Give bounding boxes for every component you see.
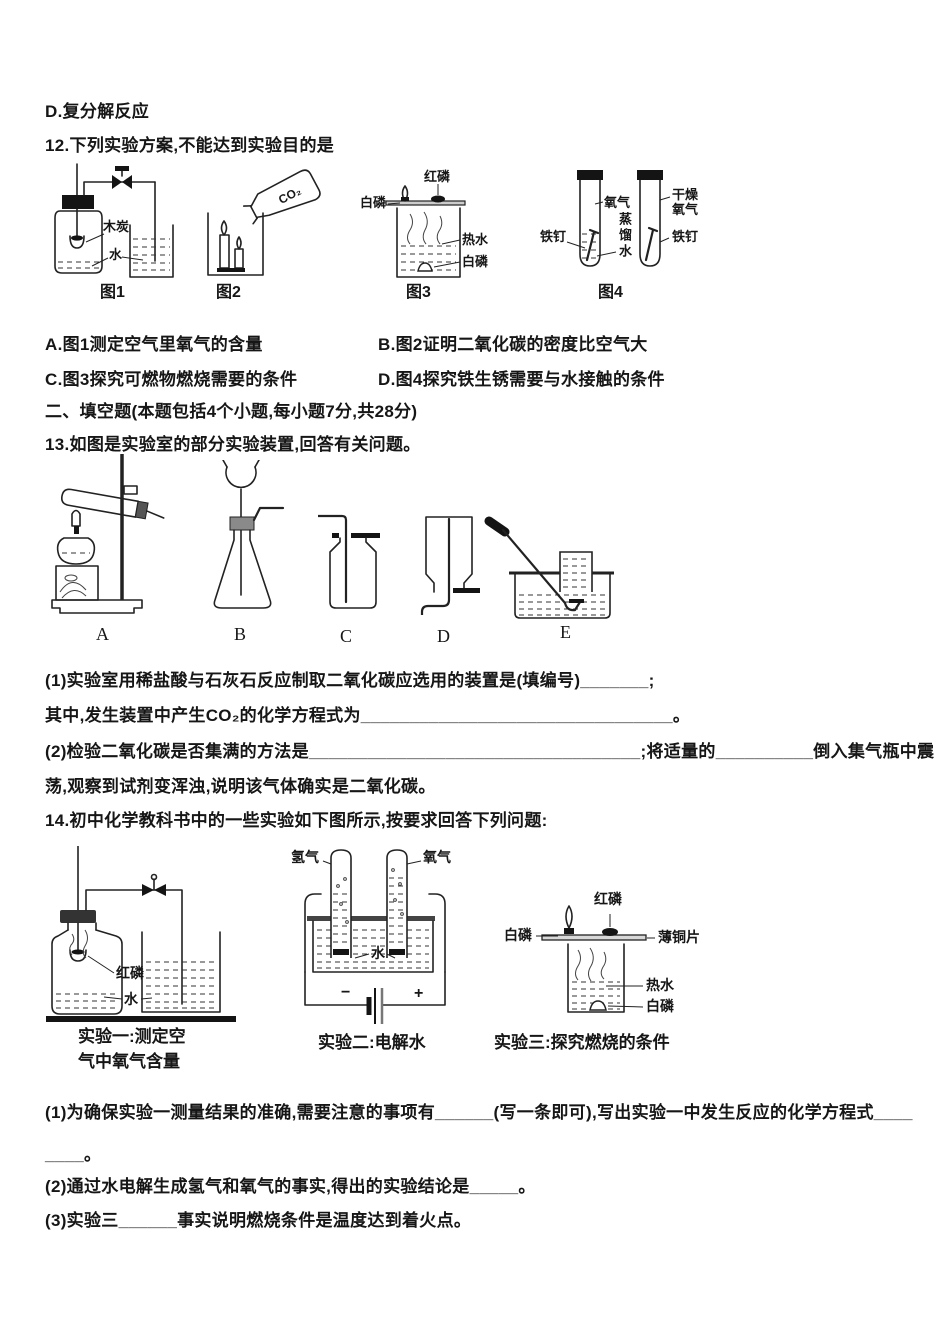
fig3-label-white-phosphorus-bottom: 白磷 — [462, 254, 489, 269]
q12-fig1-oxygen-measurement-diagram: 木炭 水 — [40, 160, 180, 278]
q13-part1-line1: (1)实验室用稀盐酸与石灰石反应制取二氧化碳应选用的装置是(填编号)______… — [45, 671, 655, 690]
q12-stem: 12.下列实验方案,不能达到实验目的是 — [45, 136, 335, 155]
q12-fig4-iron-rusting-diagram: 氧气 铁钉 蒸馏水 干燥氧气 铁钉 — [540, 160, 725, 282]
fig2-apparatus-art: CO₂ — [207, 169, 321, 276]
fig4-label-oxygen: 氧气 — [604, 195, 631, 210]
q13-part1-line2: 其中,发生装置中产生CO₂的化学方程式为____________________… — [45, 706, 691, 725]
exp1-caption-line2: 气中氧气含量 — [78, 1052, 180, 1071]
q14-part1-line1: (1)为确保实验一测量结果的准确,需要注意的事项有______(写一条即可),写… — [45, 1103, 913, 1122]
q14-part3: (3)实验三______事实说明燃烧条件是温度达到着火点。 — [45, 1211, 472, 1230]
fig1-label-charcoal: 木炭 — [103, 219, 130, 234]
apparatus-c-art — [318, 514, 380, 609]
apparatus-label-b: B — [234, 624, 247, 644]
exp1-caption-line1: 实验一:测定空 — [78, 1027, 186, 1046]
exp3-label-white-phosphorus-bottom: 白磷 — [646, 998, 674, 1014]
q13-part2-line2: 荡,观察到试剂变浑浊,说明该气体确实是二氧化碳。 — [45, 777, 436, 796]
fig4-caption: 图4 — [598, 284, 623, 301]
fig1-label-water: 水 — [109, 247, 123, 262]
fig4-label-iron-nail-left: 铁钉 — [540, 229, 567, 244]
q13-apparatus-c-diagram — [318, 510, 388, 615]
q12-option-c: C.图3探究可燃物燃烧需要的条件 — [45, 370, 298, 389]
fig3-label-white-phosphorus: 白磷 — [360, 195, 387, 210]
exp3-label-copper-sheet: 薄铜片 — [658, 929, 700, 945]
exp1-label-water: 水 — [124, 991, 138, 1007]
q14-exp3-burning-conditions-diagram: 红磷 白磷 薄铜片 热水 白磷 — [486, 878, 730, 1023]
fig4-label-iron-nail-right: 铁钉 — [672, 229, 699, 244]
fig3-label-red-phosphorus: 红磷 — [424, 169, 451, 184]
q13-stem: 13.如图是实验室的部分实验装置,回答有关问题。 — [45, 435, 421, 454]
fig3-apparatus-art — [385, 184, 466, 278]
q13-apparatus-e-diagram — [483, 515, 615, 620]
exp3-label-hot-water: 热水 — [646, 977, 674, 993]
section2-title: 二、填空题(本题包括4个小题,每小题7分,共28分) — [45, 402, 418, 421]
fig1-caption: 图1 — [100, 284, 125, 301]
q12-fig2-co2-density-diagram: CO₂ — [205, 165, 337, 278]
apparatus-label-e: E — [560, 622, 571, 642]
q14-part2: (2)通过水电解生成氢气和氧气的事实,得出的实验结论是_____。 — [45, 1177, 536, 1196]
apparatus-d-art — [420, 516, 480, 615]
apparatus-label-c: C — [340, 626, 353, 646]
exp2-apparatus-art — [304, 849, 446, 1024]
fig2-caption: 图2 — [216, 284, 241, 301]
fig4-label-dry-oxygen: 干燥氧气 — [672, 187, 699, 217]
q14-stem: 14.初中化学教科书中的一些实验如下图所示,按要求回答下列问题: — [45, 811, 548, 830]
q12-option-a: A.图1测定空气里氧气的含量 — [45, 335, 263, 354]
exp2-label-hydrogen: 氢气 — [291, 849, 319, 865]
q14-exp1-oxygen-content-diagram: 红磷 水 — [40, 846, 268, 1024]
exp3-caption: 实验三:探究燃烧的条件 — [494, 1033, 670, 1052]
q13-apparatus-d-diagram — [420, 515, 485, 615]
fig3-caption: 图3 — [406, 284, 431, 301]
apparatus-label-d: D — [437, 626, 450, 646]
exp3-label-white-phosphorus: 白磷 — [504, 927, 532, 943]
exp3-label-red-phosphorus: 红磷 — [594, 891, 622, 907]
q14-exp2-water-electrolysis-diagram: 氢气 氧气 水 − + — [283, 846, 461, 1024]
q13-part2-line1: (2)检验二氧化碳是否集满的方法是_______________________… — [45, 742, 935, 761]
apparatus-b-art — [213, 460, 285, 609]
exp2-caption: 实验二:电解水 — [318, 1033, 426, 1052]
fig4-apparatus-art — [566, 170, 671, 267]
exp2-minus-terminal: − — [341, 984, 351, 1001]
fig4-label-distilled-water: 蒸馏水 — [616, 212, 632, 260]
exp2-label-water: 水 — [371, 945, 385, 961]
q13-apparatus-a-diagram — [50, 452, 180, 618]
fig2-label-co2: CO₂ — [276, 184, 303, 207]
q13-apparatus-b-diagram — [210, 460, 285, 612]
q12-option-b: B.图2证明二氧化碳的密度比空气大 — [378, 335, 648, 354]
apparatus-a-art — [51, 454, 165, 614]
q12-fig3-combustion-condition-diagram: 红磷 白磷 热水 白磷 — [358, 160, 503, 282]
exp1-apparatus-art — [46, 846, 236, 1022]
exp2-plus-terminal: + — [414, 985, 424, 1002]
apparatus-e-art — [484, 516, 614, 619]
exp1-label-red-phosphorus: 红磷 — [116, 965, 144, 981]
fig3-label-hot-water: 热水 — [462, 232, 489, 247]
exp3-apparatus-art — [536, 905, 655, 1013]
option-d-previous-question: D.复分解反应 — [45, 102, 150, 121]
q14-part1-line2: ____。 — [45, 1145, 102, 1164]
q12-option-d: D.图4探究铁生锈需要与水接触的条件 — [378, 370, 665, 389]
apparatus-label-a: A — [96, 624, 109, 644]
fig1-apparatus-art — [54, 163, 174, 278]
exp2-label-oxygen: 氧气 — [423, 849, 451, 865]
